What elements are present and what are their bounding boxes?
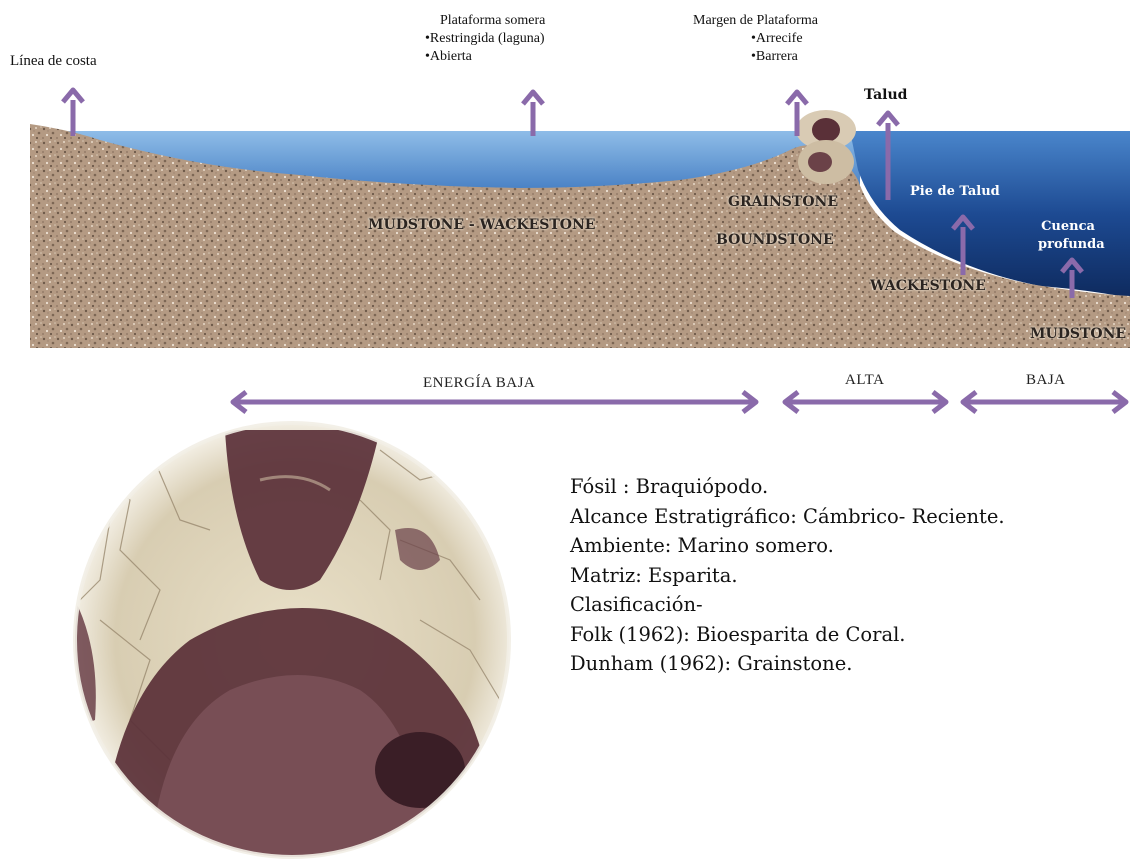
coastline-arrow <box>63 90 83 136</box>
energy-low2-arrow <box>963 392 1126 412</box>
info-line: Matriz: Esparita. <box>570 561 1005 591</box>
facies-mudstone-wackestone: MUDSTONE - WACKESTONE <box>368 216 595 234</box>
platform-margin-title: Margen de Plataforma <box>693 12 818 30</box>
info-line: Dunham (1962): Grainstone. <box>570 649 1005 679</box>
shallow-platform-item: •Restringida (laguna) <box>425 30 545 48</box>
platform-margin-item: •Barrera <box>751 48 798 66</box>
shallow-platform-arrow <box>523 92 543 136</box>
shallow-platform-item: •Abierta <box>425 48 472 66</box>
energy-high-label: ALTA <box>845 372 884 389</box>
facies-mudstone: MUDSTONE <box>1030 325 1126 343</box>
energy-high-arrow <box>785 392 946 412</box>
deep-basin-line: profunda <box>1038 236 1098 254</box>
energy-low-label: ENERGÍA BAJA <box>423 375 535 392</box>
info-line: Folk (1962): Bioesparita de Coral. <box>570 620 1005 650</box>
toe-of-slope-label: Pie de Talud <box>910 183 1000 201</box>
deep-basin-label: Cuenca profunda <box>1038 218 1098 254</box>
shallow-platform-title: Plataforma somera <box>440 12 545 30</box>
slope-label: Talud <box>864 86 907 104</box>
platform-margin-item: •Arrecife <box>751 30 803 48</box>
info-line: Fósil : Braquiópodo. <box>570 472 1005 502</box>
energy-low2-label: BAJA <box>1026 372 1066 389</box>
facies-grainstone: GRAINSTONE <box>728 193 838 211</box>
sample-description: Fósil : Braquiópodo. Alcance Estratigráf… <box>570 472 1005 679</box>
coastline-label: Línea de costa <box>10 52 97 70</box>
info-line: Alcance Estratigráfico: Cámbrico- Recien… <box>570 502 1005 532</box>
info-line: Clasificación- <box>570 590 1005 620</box>
facies-wackestone: WACKESTONE <box>870 277 986 295</box>
energy-low-arrow <box>233 392 756 412</box>
deep-basin-line: Cuenca <box>1038 218 1098 236</box>
info-line: Ambiente: Marino somero. <box>570 531 1005 561</box>
facies-boundstone: BOUNDSTONE <box>716 231 834 249</box>
